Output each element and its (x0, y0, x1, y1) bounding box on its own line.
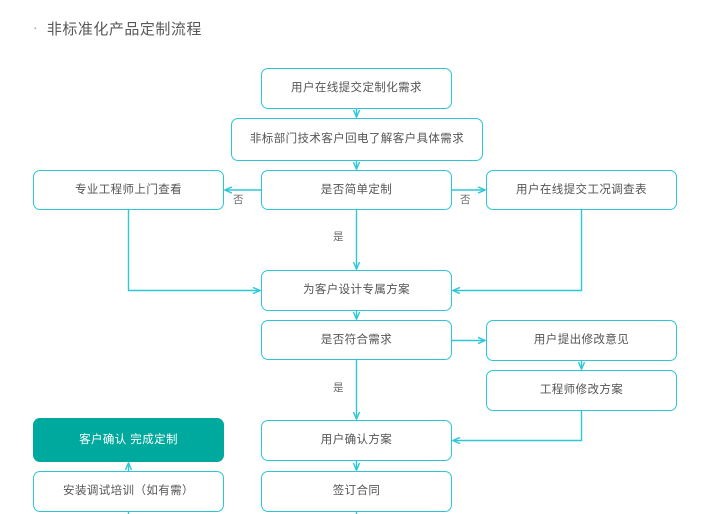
flow-node-n12[interactable]: 客户确认 完成定制 (33, 418, 224, 462)
edge-n4-n6 (127, 210, 261, 291)
flow-node-label: 专业工程师上门查看 (74, 183, 183, 196)
flow-node-n2[interactable]: 非标部门技术客户回电了解客户具体需求 (231, 118, 483, 161)
edge-label-e2: 否 (460, 194, 471, 206)
page-title-text: 非标准化产品定制流程 (46, 21, 202, 38)
flow-node-label: 工程师修改方案 (539, 384, 624, 397)
flow-node-label: 签订合同 (332, 485, 381, 498)
flow-node-label: 用户在线提交工况调查表 (516, 183, 647, 196)
edge-n5-n6 (453, 210, 583, 291)
flow-node-label: 为客户设计专属方案 (302, 284, 411, 297)
flow-node-n5[interactable]: 用户在线提交工况调查表 (486, 170, 677, 210)
flow-node-n7[interactable]: 是否符合需求 (261, 320, 452, 360)
bullet-icon: · (33, 20, 38, 35)
page-title: · 非标准化产品定制流程 (33, 18, 202, 39)
flow-node-label: 用户在线提交定制化需求 (291, 82, 422, 95)
flow-node-label: 非标部门技术客户回电了解客户具体需求 (249, 133, 465, 146)
flow-node-label: 是否简单定制 (320, 183, 393, 196)
flow-node-label: 用户提出修改意见 (533, 334, 630, 347)
flow-node-n8[interactable]: 用户提出修改意见 (486, 320, 677, 361)
flow-node-n4[interactable]: 专业工程师上门查看 (33, 170, 224, 210)
flow-node-n10[interactable]: 用户确认方案 (261, 420, 452, 461)
flow-node-label: 是否符合需求 (320, 333, 393, 346)
edge-label-e4: 是 (333, 382, 344, 394)
flow-node-label: 客户确认 完成定制 (79, 433, 178, 446)
edge-label-e3: 是 (333, 231, 344, 243)
edge-n9-n10 (453, 411, 583, 441)
flow-node-n6[interactable]: 为客户设计专属方案 (261, 270, 452, 311)
flow-node-label: 用户确认方案 (320, 434, 393, 447)
edge-label-e1: 否 (233, 194, 244, 206)
flow-node-n13[interactable]: 安装调试培训（如有需） (33, 471, 224, 512)
flow-node-n3[interactable]: 是否简单定制 (261, 170, 452, 210)
flow-node-n11[interactable]: 签订合同 (261, 471, 452, 512)
flow-node-label: 安装调试培训（如有需） (63, 485, 194, 498)
flow-node-n9[interactable]: 工程师修改方案 (486, 370, 677, 411)
flow-node-n1[interactable]: 用户在线提交定制化需求 (261, 68, 452, 109)
